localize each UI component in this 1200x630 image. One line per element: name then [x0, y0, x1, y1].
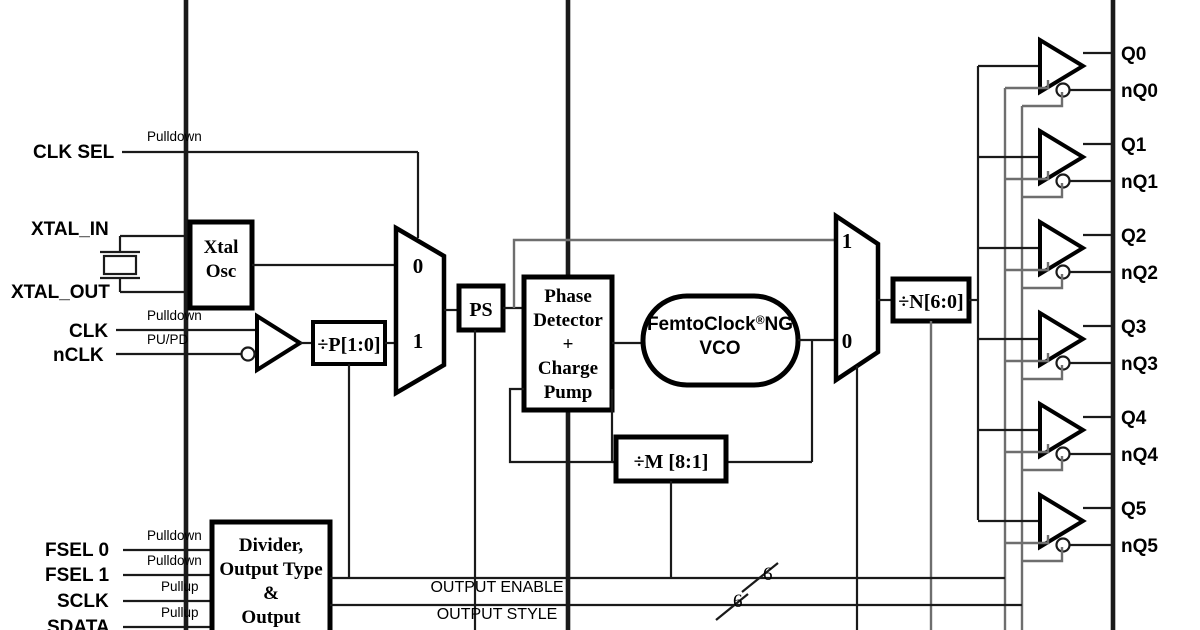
- wire-os-to-buffer-2: [1022, 274, 1064, 290]
- pin-label-clk-sel: CLK SEL: [33, 142, 115, 163]
- bus-label-output-style: OUTPUT STYLE: [437, 606, 558, 623]
- input-mux[interactable]: [393, 224, 447, 397]
- input-buffer-amp: [255, 312, 304, 374]
- output-label-nq1: nQ1: [1121, 172, 1158, 193]
- output-buffer-2: [1038, 218, 1087, 278]
- block-control-line2: Output Type: [219, 559, 322, 580]
- output-buffer-4: [1038, 400, 1087, 460]
- input-mux-label-0: 0: [413, 254, 424, 278]
- wire-os-to-buffer-1: [1022, 183, 1064, 199]
- output-buffer-3: [1038, 309, 1087, 369]
- bus-width-label-os: 6: [733, 591, 743, 612]
- wire-ps-bypass-to-mux1: [512, 238, 836, 308]
- block-xtal-osc: [187, 219, 255, 311]
- block-control-line1: Divider,: [239, 535, 303, 556]
- bus-label-output-enable: OUTPUT ENABLE: [430, 579, 563, 596]
- block-control-line3: &: [263, 583, 279, 604]
- block-n-divider: [890, 276, 972, 324]
- pin-annotation-nclk: PU/PD: [147, 332, 189, 347]
- output-label-q4: Q4: [1121, 408, 1147, 429]
- block-m-divider: [613, 434, 729, 484]
- bus-width-slash-oe: [741, 562, 779, 593]
- block-phase-detector-line4: Charge: [538, 358, 598, 379]
- wire-oe-to-buffer-1: [1005, 171, 1050, 181]
- block-xtal-osc-line2: Osc: [206, 261, 237, 282]
- wire-os-to-buffer-4: [1022, 456, 1064, 472]
- block-phase-detector-line1: Phase: [544, 286, 592, 307]
- input-mux-label-1: 1: [413, 329, 424, 353]
- block-n-divider-label: ÷N[6:0]: [898, 291, 963, 313]
- output-label-nq0: nQ0: [1121, 81, 1158, 102]
- bus-width-slash-os: [715, 593, 749, 621]
- pin-annotation-sdata: Pullup: [161, 605, 199, 620]
- wire-oe-to-buffer-0: [1005, 80, 1050, 90]
- wire-oe-to-buffer-3: [1005, 353, 1050, 363]
- block-xtal-osc-line1: Xtal: [204, 237, 239, 258]
- output-label-q5: Q5: [1121, 499, 1147, 520]
- output-label-q1: Q1: [1121, 135, 1147, 156]
- block-m-divider-label: ÷M [8:1]: [634, 451, 709, 473]
- output-buffer-5: [1038, 491, 1087, 551]
- bypass-mux-label-0: 0: [842, 329, 853, 353]
- output-label-nq5: nQ5: [1121, 536, 1158, 557]
- pin-label-clk: CLK: [69, 321, 108, 342]
- output-label-q3: Q3: [1121, 317, 1146, 338]
- output-label-q0: Q0: [1121, 44, 1146, 65]
- pin-label-sdata: SDATA: [47, 617, 110, 630]
- output-label-nq2: nQ2: [1121, 263, 1158, 284]
- output-buffer-1: [1038, 127, 1087, 187]
- pin-annotation-fsel0: Pulldown: [147, 528, 202, 543]
- output-label-nq3: nQ3: [1121, 354, 1158, 375]
- wire-os-to-buffer-5: [1022, 547, 1064, 563]
- pin-label-fsel0: FSEL 0: [45, 540, 109, 561]
- pin-annotation-clk-sel: Pulldown: [147, 129, 202, 144]
- block-phase-detector-line5: Pump: [544, 382, 593, 403]
- pin-annotation-fsel1: Pulldown: [147, 553, 202, 568]
- pin-label-xtal-out: XTAL_OUT: [11, 282, 110, 303]
- input-buffer-inversion-bubble: [240, 346, 256, 362]
- wire-oe-to-buffer-2: [1005, 262, 1050, 272]
- wire-os-to-buffer-3: [1022, 365, 1064, 381]
- bus-width-label-oe: 6: [763, 564, 773, 585]
- block-vco-line1: FemtoClock®NG: [647, 313, 793, 335]
- wire-oe-to-buffer-4: [1005, 444, 1050, 454]
- output-buffer-0: [1038, 36, 1087, 96]
- block-p-divider-label: ÷P[1:0]: [317, 334, 380, 356]
- output-label-q2: Q2: [1121, 226, 1146, 247]
- pin-label-sclk: SCLK: [57, 591, 109, 612]
- pin-annotation-sclk: Pullup: [161, 579, 199, 594]
- wire-oe-to-buffer-5: [1005, 535, 1050, 545]
- pin-annotation-clk: Pulldown: [147, 308, 202, 323]
- block-control-line4: Output: [241, 607, 301, 628]
- output-label-nq4: nQ4: [1121, 445, 1158, 466]
- block-phase-detector-line3: +: [563, 334, 574, 355]
- block-control-logic: [209, 519, 333, 630]
- pin-label-nclk: nCLK: [53, 345, 104, 366]
- pin-label-xtal-in: XTAL_IN: [31, 219, 109, 240]
- xtal-crystal-body: [102, 254, 138, 276]
- bypass-mux[interactable]: [833, 211, 881, 385]
- block-ps-label: PS: [469, 299, 492, 321]
- block-vco-line2: VCO: [699, 338, 740, 359]
- pin-label-fsel1: FSEL 1: [45, 565, 109, 586]
- block-phase-detector-line2: Detector: [533, 310, 603, 331]
- block-phase-detector: [521, 274, 615, 413]
- wire-m-divider-feedback: [508, 387, 614, 464]
- bypass-mux-label-1: 1: [842, 229, 853, 253]
- wire-os-to-buffer-0: [1022, 92, 1064, 108]
